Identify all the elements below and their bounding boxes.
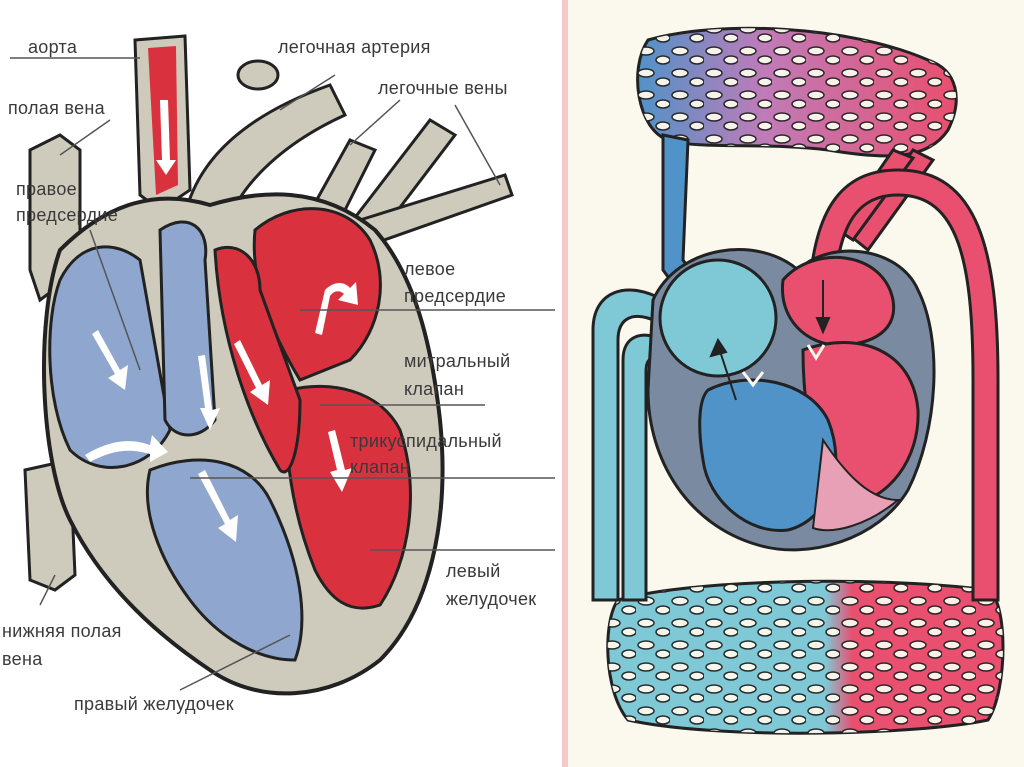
label-mitral-valve-2: клапан xyxy=(404,379,465,399)
label-right-atrium-2: предсердие xyxy=(16,205,119,225)
label-pulmonary-artery: легочная артерия xyxy=(278,37,431,57)
heart-anatomy-panel: аорта полая вена легочная артерия легочн… xyxy=(2,34,555,714)
left-ventricle xyxy=(285,384,412,610)
right-ventricle xyxy=(145,458,304,662)
aorta-vessel xyxy=(806,168,1000,602)
heart-anatomy-drawing xyxy=(10,34,555,696)
pulmonary-artery xyxy=(183,83,348,232)
label-right-atrium: правое xyxy=(16,179,77,199)
label-aorta: аорта xyxy=(28,37,78,57)
scheme-flow-arrows xyxy=(709,280,831,401)
circulation-scheme-panel xyxy=(568,0,1024,767)
scheme-left-atrium xyxy=(780,256,896,347)
label-inferior-vena-cava-2: вена xyxy=(2,649,43,669)
circulation-scheme-drawing xyxy=(591,26,1005,735)
label-vena-cava: полая вена xyxy=(8,98,105,118)
label-inferior-vena-cava: нижняя полая xyxy=(2,621,122,641)
label-tricuspid-valve-2: клапан xyxy=(350,457,411,477)
tricuspid-valve-mark xyxy=(741,371,765,388)
label-right-ventricle: правый желудочек xyxy=(74,694,234,714)
label-mitral-valve: митральный xyxy=(404,351,511,371)
scheme-right-ventricle xyxy=(698,378,838,532)
panel-divider xyxy=(562,0,568,767)
scheme-right-atrium xyxy=(658,258,778,378)
label-left-atrium-2: предсердие xyxy=(404,286,507,306)
label-tricuspid-valve: трикуспидальный xyxy=(350,431,502,451)
label-pulmonary-veins: легочные вены xyxy=(378,78,508,98)
mitral-valve-mark xyxy=(806,344,826,361)
label-leader-lines xyxy=(10,57,555,691)
label-left-atrium: левое xyxy=(404,259,456,279)
label-left-ventricle-2: желудочек xyxy=(446,589,537,609)
blood-flow-arrows xyxy=(85,100,358,542)
label-left-ventricle: левый xyxy=(446,561,501,581)
